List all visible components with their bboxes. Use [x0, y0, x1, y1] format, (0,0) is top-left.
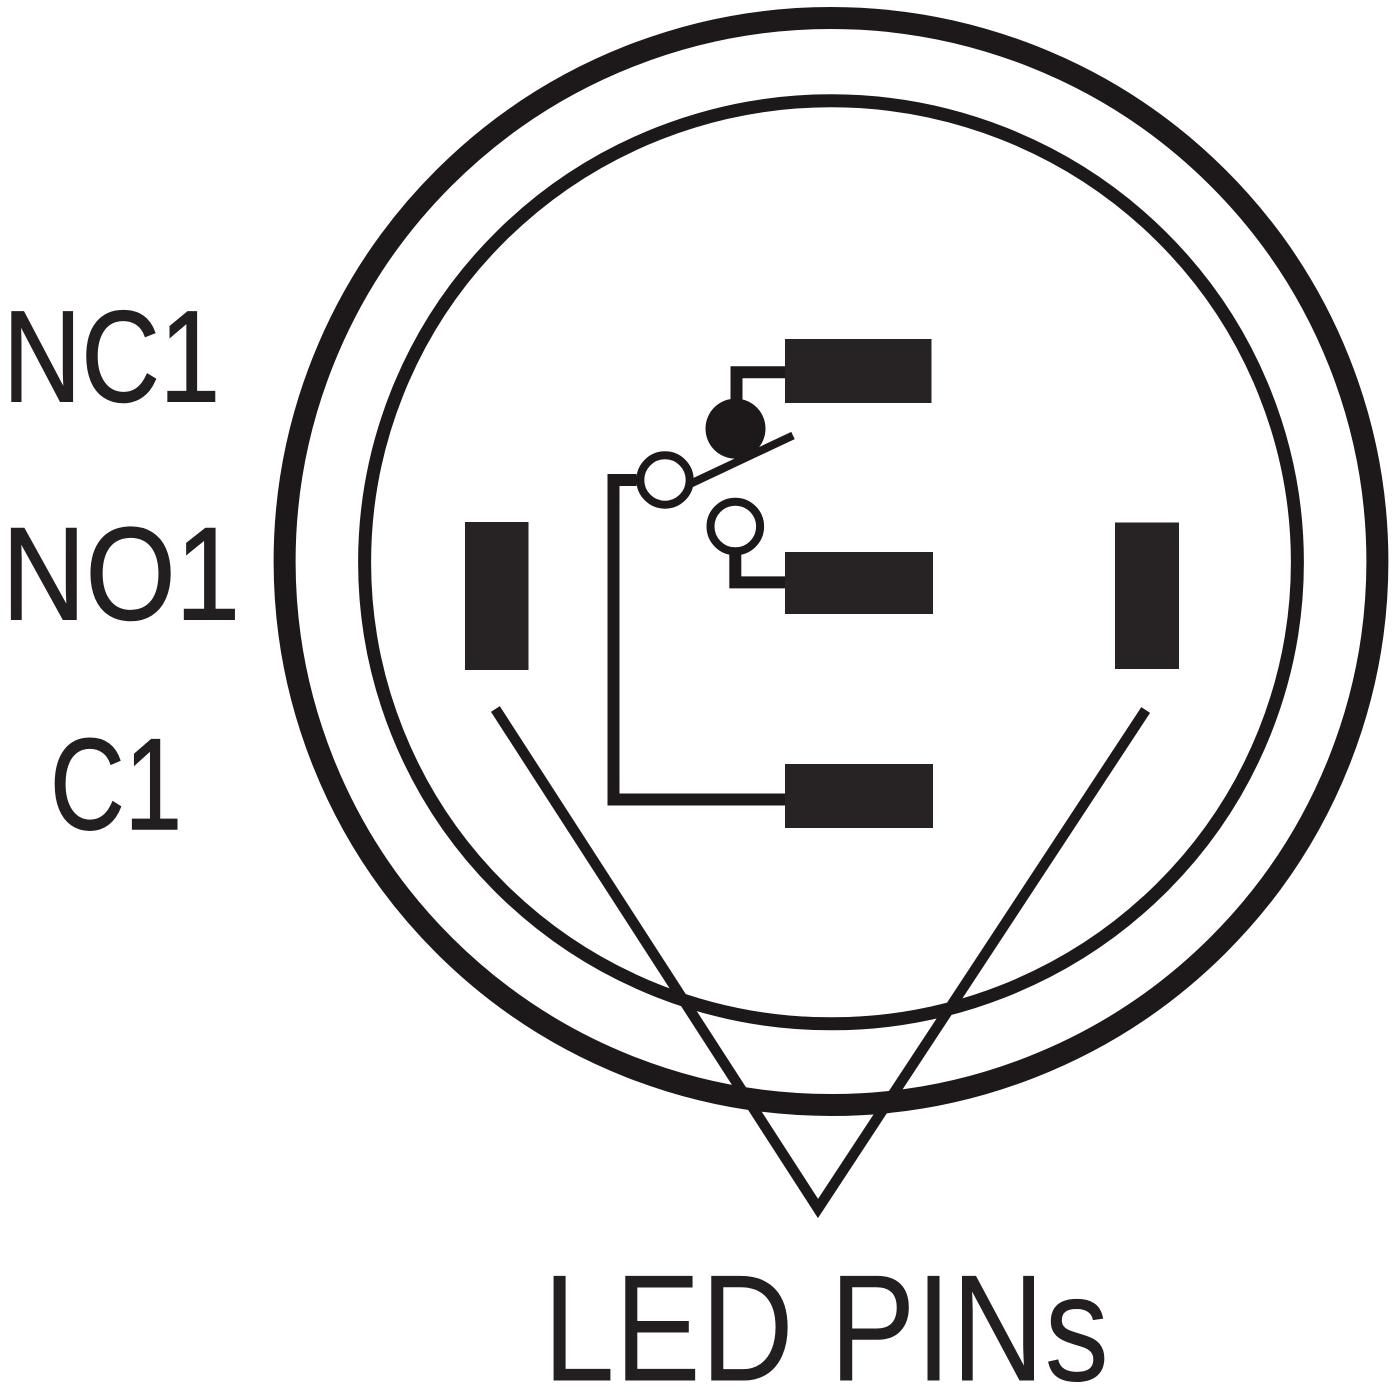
svg-text:C1: C1: [50, 711, 182, 857]
svg-text:NC1: NC1: [3, 283, 220, 429]
svg-text:LED PINs: LED PINs: [543, 1244, 1109, 1400]
svg-text:NO1: NO1: [2, 500, 240, 647]
